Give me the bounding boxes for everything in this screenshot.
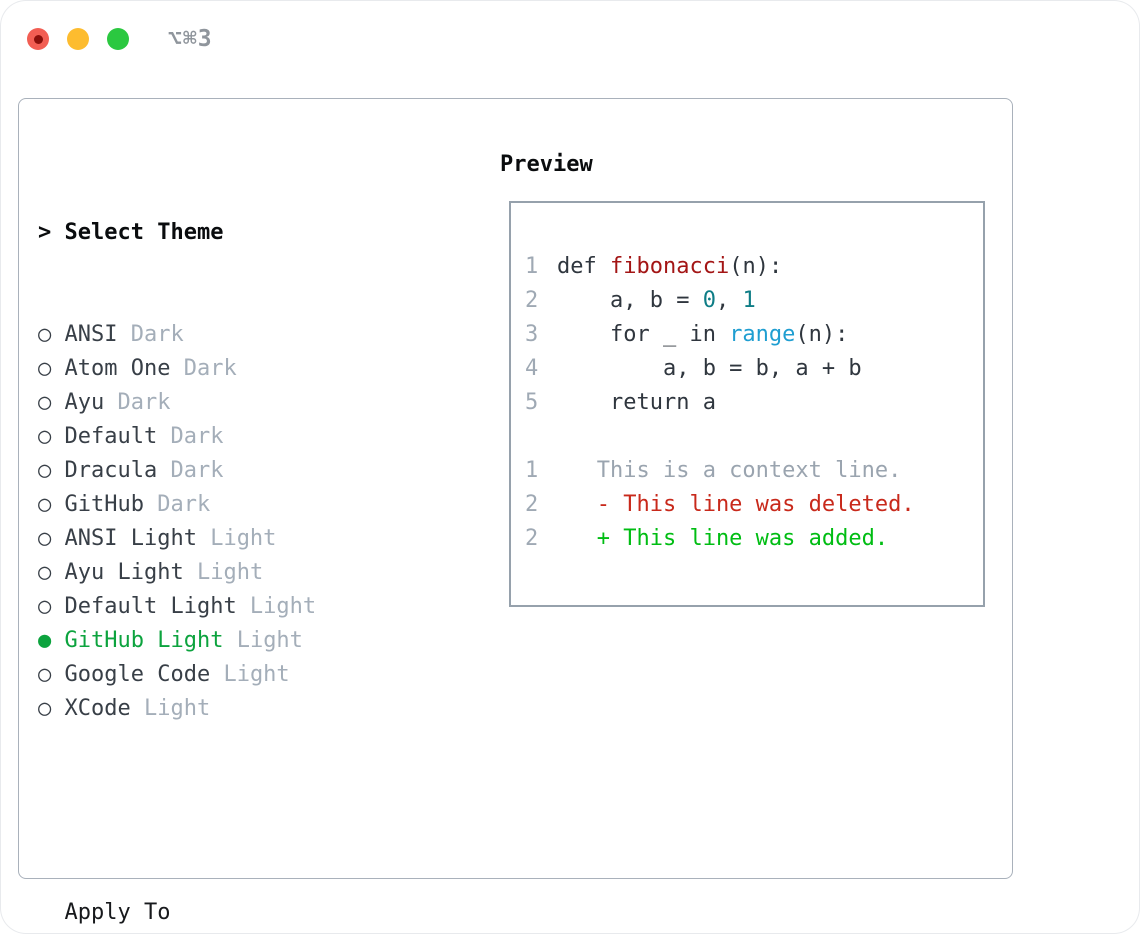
preview-line (525, 420, 983, 454)
code-token-code: return a (557, 390, 716, 415)
option-label: ANSI (64, 322, 118, 347)
theme-option-ayu[interactable]: ○ Ayu Dark (38, 386, 458, 420)
theme-list: ○ ANSI Dark○ Atom One Dark○ Ayu Dark○ De… (38, 318, 458, 726)
preview-line: 1 def fibonacci(n): (525, 250, 983, 284)
code-token-context: This is a context line. (557, 458, 902, 483)
line-number: 4 (525, 356, 539, 381)
spacer (38, 794, 458, 828)
code-token-code: a, b = (557, 288, 703, 313)
theme-option-google-code[interactable]: ○ Google Code Light (38, 658, 458, 692)
zoom-button[interactable] (107, 28, 129, 50)
option-label: ANSI Light (64, 526, 197, 551)
theme-variant: Dark (117, 322, 184, 347)
theme-option-atom-one[interactable]: ○ Atom One Dark (38, 352, 458, 386)
option-label: XCode (64, 696, 131, 721)
theme-option-ansi-light[interactable]: ○ ANSI Light Light (38, 522, 458, 556)
option-label: Default Light (64, 594, 237, 619)
theme-variant: Light (210, 662, 290, 687)
code-token-deleted: - This line was deleted. (557, 492, 915, 517)
theme-variant: Dark (157, 424, 224, 449)
radio-unselected-icon: ○ (38, 526, 65, 551)
theme-option-dracula[interactable]: ○ Dracula Dark (38, 454, 458, 488)
close-button[interactable] (27, 28, 49, 50)
line-number: 1 (525, 254, 539, 279)
apply-to-header: Apply To (64, 900, 171, 925)
theme-picker-column: > Select Theme ○ ANSI Dark○ Atom One Dar… (38, 148, 458, 934)
radio-unselected-icon: ○ (38, 594, 65, 619)
line-number: 2 (525, 492, 539, 517)
code-token-added: + This line was added. (557, 526, 889, 551)
minimize-button[interactable] (67, 28, 89, 50)
theme-variant: Dark (143, 492, 211, 517)
theme-variant: Light (236, 594, 317, 619)
theme-option-ayu-light[interactable]: ○ Ayu Light Light (38, 556, 458, 590)
radio-unselected-icon: ○ (38, 696, 65, 721)
option-label: Ayu Light (64, 560, 184, 585)
radio-unselected-icon: ○ (38, 424, 65, 449)
preview-line: 2 - This line was deleted. (525, 488, 983, 522)
code-token-code: (n): (795, 322, 849, 347)
radio-unselected-icon: ○ (38, 356, 65, 381)
option-label: GitHub (64, 492, 144, 517)
option-label: Dracula (64, 458, 158, 483)
theme-option-default-light[interactable]: ○ Default Light Light (38, 590, 458, 624)
code-token-code: for _ in (557, 322, 730, 347)
option-label: GitHub Light (64, 628, 224, 653)
preview-line: 2 + This line was added. (525, 522, 983, 556)
theme-option-xcode[interactable]: ○ XCode Light (38, 692, 458, 726)
radio-unselected-icon: ○ (38, 458, 65, 483)
select-theme-header: > Select Theme (38, 216, 458, 250)
preview-header: Preview (500, 152, 593, 177)
line-number: 3 (525, 322, 539, 347)
radio-unselected-icon: ○ (38, 492, 65, 517)
theme-option-github-light[interactable]: ● GitHub Light Light (38, 624, 458, 658)
option-label: Google Code (64, 662, 211, 687)
option-label: Default (64, 424, 158, 449)
radio-selected-icon: ● (38, 628, 65, 653)
option-label: Atom One (64, 356, 171, 381)
code-token-code: a, b = b, a + b (557, 356, 862, 381)
theme-option-ansi[interactable]: ○ ANSI Dark (38, 318, 458, 352)
radio-unselected-icon: ○ (38, 662, 65, 687)
code-token-code: def (557, 254, 610, 279)
preview-line: 4 a, b = b, a + b (525, 352, 983, 386)
close-dot-icon (33, 34, 43, 44)
cursor-caret: > (38, 220, 65, 245)
theme-variant: Light (196, 526, 277, 551)
code-token-number: 1 (742, 288, 756, 313)
theme-variant: Dark (170, 356, 237, 381)
code-token-func: fibonacci (609, 254, 730, 279)
line-number: 2 (525, 526, 539, 551)
theme-variant: Light (130, 696, 211, 721)
theme-option-github[interactable]: ○ GitHub Dark (38, 488, 458, 522)
theme-variant: Light (223, 628, 303, 653)
code-token-code: , (715, 288, 743, 313)
code-token-builtin: range (729, 322, 796, 347)
window-title: ⌥⌘3 (168, 26, 213, 52)
theme-option-default[interactable]: ○ Default Dark (38, 420, 458, 454)
theme-variant: Dark (157, 458, 224, 483)
preview-line: 3 for _ in range(n): (525, 318, 983, 352)
window-titlebar: ⌥⌘3 (27, 26, 213, 52)
line-number: 1 (525, 458, 539, 483)
select-theme-label: Select Theme (64, 220, 224, 245)
radio-unselected-icon: ○ (38, 390, 65, 415)
theme-variant: Light (183, 560, 264, 585)
theme-picker-panel (18, 98, 1013, 879)
option-label: Ayu (64, 390, 105, 415)
radio-unselected-icon: ○ (38, 322, 65, 347)
radio-unselected-icon: ○ (38, 560, 65, 585)
code-token-code: (n): (729, 254, 783, 279)
code-token-number: 0 (702, 288, 716, 313)
theme-variant: Dark (104, 390, 171, 415)
line-number: 5 (525, 390, 539, 415)
preview-line: 1 This is a context line. (525, 454, 983, 488)
line-number: 2 (525, 288, 539, 313)
preview-line: 2 a, b = 0, 1 (525, 284, 983, 318)
preview-line: 5 return a (525, 386, 983, 420)
